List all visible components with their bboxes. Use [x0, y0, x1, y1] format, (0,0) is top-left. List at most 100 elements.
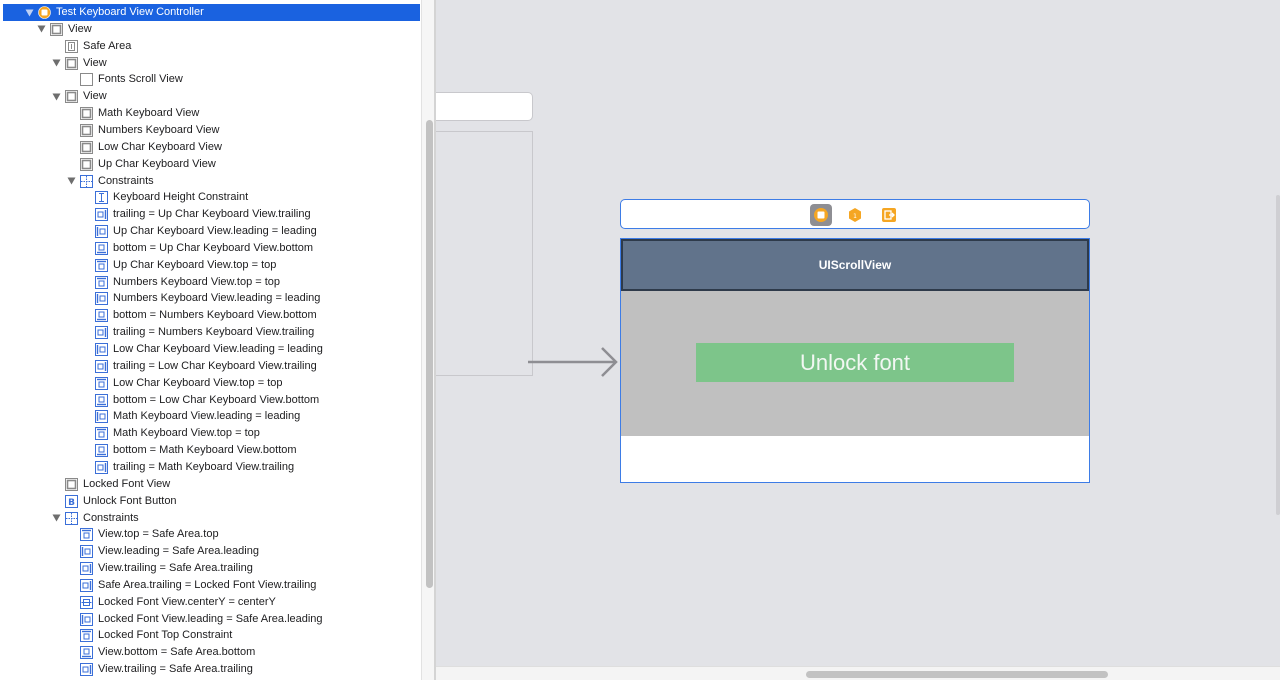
outline-row[interactable]: Constraints — [0, 510, 421, 527]
constraint-trailing-icon — [80, 578, 93, 592]
scene-dock[interactable]: 1 — [620, 199, 1090, 229]
outline-row[interactable]: Safe Area.trailing = Locked Font View.tr… — [0, 577, 421, 594]
outline-row[interactable]: Locked Font View — [0, 476, 421, 493]
unlock-font-button[interactable]: Unlock font — [696, 343, 1014, 382]
outline-row[interactable]: trailing = Numbers Keyboard View.trailin… — [0, 324, 421, 341]
constraint-leading-icon — [80, 545, 93, 559]
disclosure-triangle-icon[interactable] — [51, 513, 61, 523]
outline-row-label: Low Char Keyboard View.leading = leading — [113, 343, 323, 355]
outline-row-label: Unlock Font Button — [83, 494, 177, 507]
view-icon — [80, 157, 93, 171]
outline-row[interactable]: Math Keyboard View.top = top — [0, 425, 421, 442]
outline-row[interactable]: trailing = Low Char Keyboard View.traili… — [0, 358, 421, 375]
outline-row[interactable]: Numbers Keyboard View.top = top — [0, 274, 421, 291]
outline-row-label: Math Keyboard View.leading = leading — [113, 410, 301, 423]
outline-scrollbar[interactable] — [421, 0, 435, 680]
outline-row[interactable]: Locked Font View.leading = Safe Area.lea… — [0, 611, 421, 628]
outline-row[interactable]: Locked Font View.centerY = centerY — [0, 594, 421, 611]
dock-first-responder-button[interactable]: 1 — [844, 204, 866, 226]
outline-row[interactable]: Low Char Keyboard View.top = top — [0, 375, 421, 392]
outline-row[interactable]: Up Char Keyboard View.top = top — [0, 257, 421, 274]
locked-font-view[interactable]: Unlock font — [621, 291, 1089, 436]
canvas-vertical-scrollbar[interactable] — [1276, 195, 1280, 515]
outline-row[interactable]: Fonts Scroll View — [0, 71, 421, 88]
view-icon — [65, 90, 78, 104]
outline-row[interactable]: View — [0, 55, 421, 72]
outline-row-label: bottom = Numbers Keyboard View.bottom — [113, 309, 317, 322]
outline-scrollbar-thumb[interactable] — [426, 120, 433, 588]
outline-row-label: View — [68, 22, 92, 35]
outline-row[interactable]: bottom = Up Char Keyboard View.bottom — [0, 240, 421, 257]
previous-scene-frame[interactable] — [436, 131, 533, 376]
outline-row[interactable]: View.leading = Safe Area.leading — [0, 543, 421, 560]
svg-text:B: B — [68, 498, 75, 508]
outline-row[interactable]: View — [0, 21, 421, 38]
outline-row-label: Low Char Keyboard View.top = top — [113, 376, 283, 389]
outline-row[interactable]: Numbers Keyboard View.leading = leading — [0, 290, 421, 307]
outline-row[interactable]: Constraints — [0, 173, 421, 190]
disclosure-triangle-icon[interactable] — [24, 8, 34, 18]
outline-row-label: trailing = Up Char Keyboard View.trailin… — [113, 208, 311, 221]
canvas-horizontal-scrollbar[interactable] — [436, 666, 1280, 680]
storyboard-canvas[interactable]: 1 UIScrollView Unlock font — [436, 0, 1280, 680]
constraint-trailing-icon — [95, 208, 108, 222]
outline-row[interactable]: Low Char Keyboard View — [0, 139, 421, 156]
outline-row[interactable]: Numbers Keyboard View — [0, 122, 421, 139]
outline-row[interactable]: Locked Font Top Constraint — [0, 627, 421, 644]
constraint-bottom-icon — [95, 444, 108, 458]
view-icon — [65, 477, 78, 491]
exit-icon — [882, 208, 896, 222]
outline-row[interactable]: Test Keyboard View Controller — [3, 4, 420, 21]
outline-row[interactable]: Safe Area — [0, 38, 421, 55]
constraint-top-icon — [80, 629, 93, 643]
segue-arrow-icon[interactable] — [528, 346, 622, 380]
outline-row-label: bottom = Low Char Keyboard View.bottom — [113, 393, 320, 406]
scene-view[interactable]: UIScrollView Unlock font — [620, 238, 1090, 483]
outline-row[interactable]: bottom = Math Keyboard View.bottom — [0, 442, 421, 459]
outline-row-label: View.trailing = Safe Area.trailing — [98, 562, 253, 575]
outline-row[interactable]: View — [0, 88, 421, 105]
outline-row[interactable]: View.trailing = Safe Area.trailing — [0, 560, 421, 577]
outline-row-label: bottom = Up Char Keyboard View.bottom — [113, 241, 314, 254]
canvas-horizontal-scrollbar-thumb[interactable] — [806, 671, 1108, 678]
pane-divider[interactable] — [434, 0, 436, 680]
constraint-top-icon — [95, 258, 108, 272]
constraint-leading-icon — [95, 292, 108, 306]
outline-row[interactable]: bottom = Low Char Keyboard View.bottom — [0, 392, 421, 409]
outline-row[interactable]: bottom = Numbers Keyboard View.bottom — [0, 307, 421, 324]
outline-row-label: View — [83, 56, 107, 69]
outline-row-label: Locked Font View.centerY = centerY — [98, 595, 276, 608]
outline-row-label: View.leading = Safe Area.leading — [98, 545, 259, 558]
disclosure-triangle-icon[interactable] — [51, 58, 61, 68]
constraint-top-icon — [95, 427, 108, 441]
outline-row[interactable]: Math Keyboard View.leading = leading — [0, 408, 421, 425]
dock-exit-button[interactable] — [878, 204, 900, 226]
fonts-scroll-view[interactable]: UIScrollView — [621, 239, 1089, 291]
outline-row[interactable]: Up Char Keyboard View.leading = leading — [0, 223, 421, 240]
outline-row[interactable]: Low Char Keyboard View.leading = leading — [0, 341, 421, 358]
disclosure-triangle-icon[interactable] — [36, 24, 46, 34]
button-icon: B — [65, 494, 78, 508]
outline-row[interactable]: Keyboard Height Constraint — [0, 189, 421, 206]
outline-row-label: Constraints — [98, 174, 154, 187]
outline-row[interactable]: View.trailing = Safe Area.trailing — [0, 661, 421, 678]
disclosure-triangle-icon[interactable] — [66, 176, 76, 186]
constraint-trailing-icon — [95, 359, 108, 373]
constraint-leading-icon — [95, 343, 108, 356]
constraint-trailing-icon — [95, 460, 108, 474]
outline-row[interactable]: Math Keyboard View — [0, 105, 421, 122]
outline-row-label: bottom = Math Keyboard View.bottom — [113, 444, 297, 457]
outline-row[interactable]: View.top = Safe Area.top — [0, 526, 421, 543]
outline-row[interactable]: B Unlock Font Button — [0, 493, 421, 510]
outline-row[interactable]: trailing = Math Keyboard View.trailing — [0, 459, 421, 476]
outline-row[interactable]: View.bottom = Safe Area.bottom — [0, 644, 421, 661]
constraints-icon — [65, 511, 78, 525]
outline-row[interactable]: Up Char Keyboard View — [0, 156, 421, 173]
disclosure-triangle-icon[interactable] — [51, 92, 61, 102]
previous-scene-dock[interactable] — [436, 92, 533, 121]
dock-view-controller-button[interactable] — [810, 204, 832, 226]
outline-row[interactable]: trailing = Up Char Keyboard View.trailin… — [0, 206, 421, 223]
view-controller-icon — [814, 208, 828, 222]
outline-row-label: Numbers Keyboard View.top = top — [113, 275, 281, 288]
